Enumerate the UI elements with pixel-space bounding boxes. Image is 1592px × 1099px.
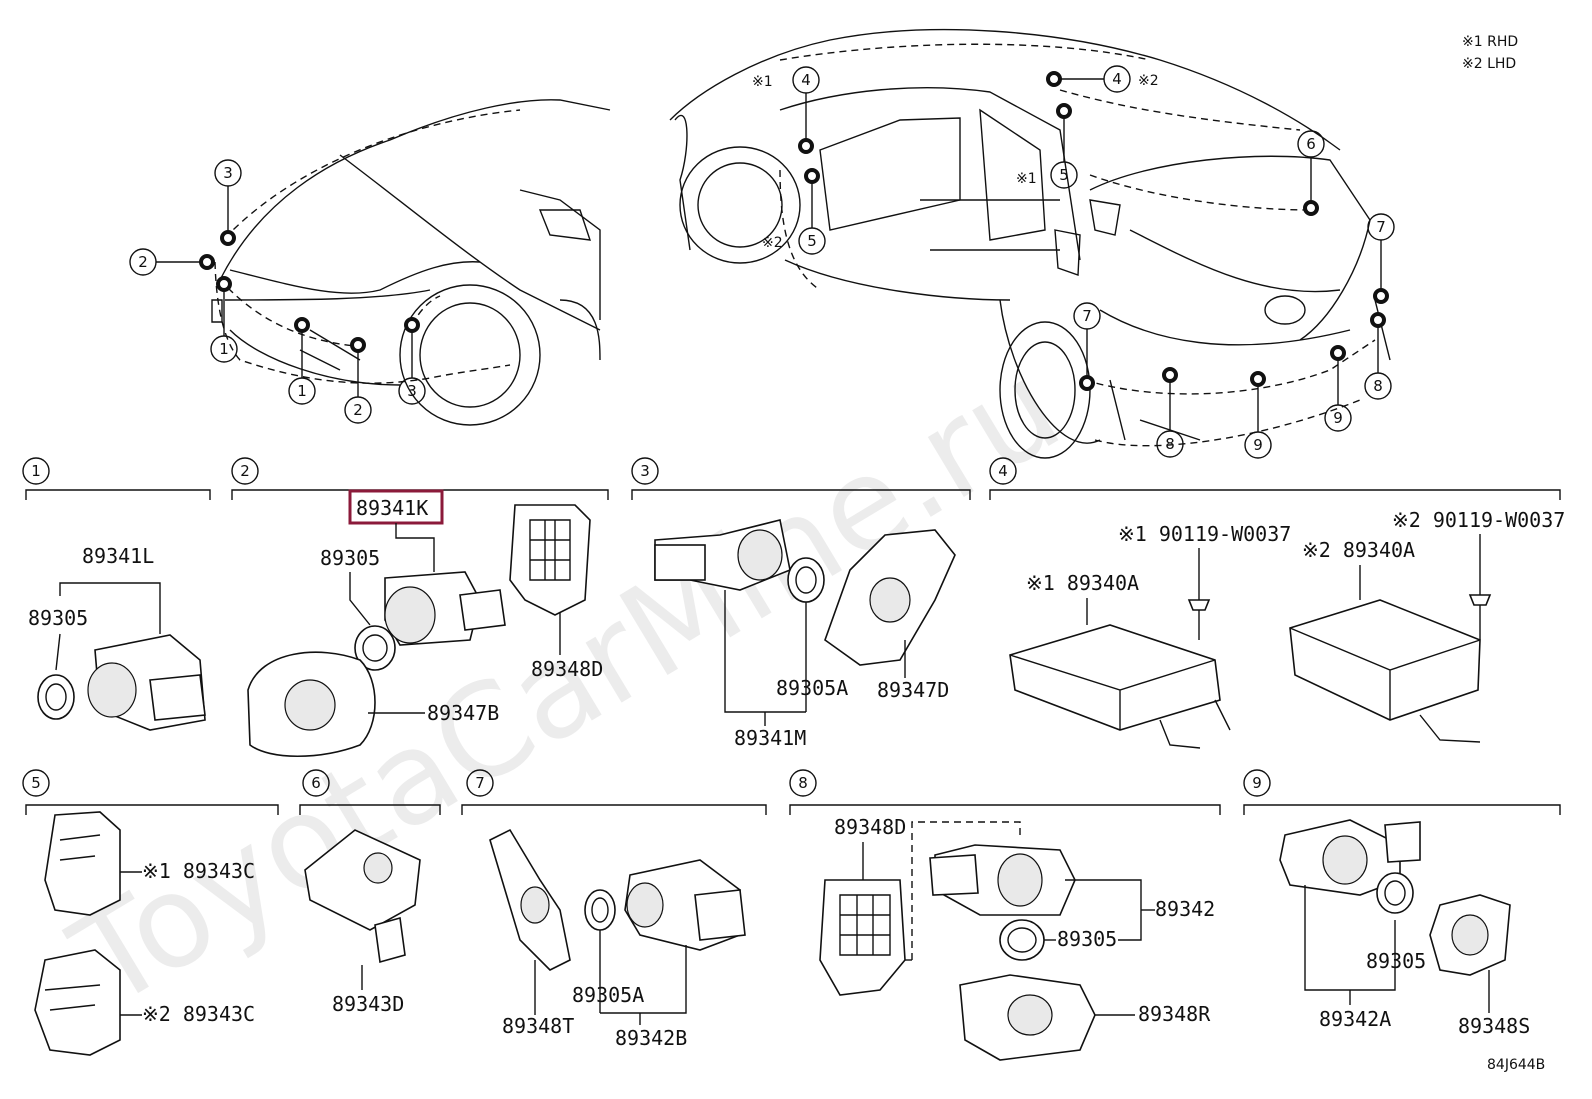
mark-2b: 2 (353, 401, 363, 419)
part-89347D-label: 89347D (877, 678, 949, 702)
section-3-index: 3 (640, 462, 650, 480)
part-89305-label-3: 89305 (1057, 927, 1117, 951)
part-89343C-lhd-label: ※2 89343C (142, 1002, 255, 1026)
rear-car-callouts: 4 ※1 5 ※2 4 ※2 5 ※1 6 7 8 7 8 9 9 (752, 65, 1395, 459)
part-89348R-label: 89348R (1138, 1002, 1211, 1026)
part-89340A-lhd-label: ※2 89340A (1302, 538, 1415, 562)
rear-car-illustration (669, 28, 1391, 459)
note-lhd: ※2 LHD (1462, 56, 1516, 72)
seal-ring (584, 889, 616, 931)
part-89305-label-4: 89305 (1366, 949, 1426, 973)
sensor-lhd (34, 949, 121, 1056)
section-1-index: 1 (31, 462, 41, 480)
front-car-illustration (211, 99, 611, 426)
mark-4b: 4 (1112, 70, 1122, 88)
mark-3b: 3 (407, 382, 417, 400)
mark-5b: 5 (1059, 166, 1069, 184)
part-89305-label: 89305 (28, 606, 88, 630)
bracket (819, 879, 906, 996)
part-89342-label: 89342 (1155, 897, 1215, 921)
side-mark-1: ※1 (752, 74, 773, 90)
sensor-dot (220, 230, 236, 246)
section-5: ※1 89343C ※2 89343C (34, 811, 255, 1056)
mark-4: 4 (801, 71, 811, 89)
section-7-index: 7 (475, 774, 485, 792)
section-9: 89305 89342A 89348S (1279, 819, 1530, 1038)
part-89348T-label: 89348T (502, 1014, 574, 1038)
part-89348S-label: 89348S (1458, 1014, 1530, 1038)
part-89342B-label: 89342B (615, 1026, 687, 1050)
part-89347B-label: 89347B (427, 701, 499, 725)
section-8-index: 8 (798, 774, 808, 792)
sensor-rhd (44, 811, 121, 916)
side-mark-1b: ※1 (1016, 171, 1037, 187)
section-4-index: 4 (998, 462, 1008, 480)
mark-8: 8 (1373, 377, 1383, 395)
diagram-id: 84J644B (1487, 1057, 1545, 1073)
part-89343D-label: 89343D (332, 992, 404, 1016)
mark-7b: 7 (1082, 307, 1092, 325)
mark-2: 2 (138, 253, 148, 271)
mark-1b: 1 (297, 382, 307, 400)
section-4: ※1 90119-W0037 ※1 89340A ※2 90119-W0037 … (1009, 508, 1565, 749)
part-89305-label-2: 89305 (320, 546, 380, 570)
section-8: 89348D 89342 89305 89348R (819, 815, 1215, 1061)
section-2: 89341K 89305 89348D 89347B (247, 489, 603, 757)
part-89305A-label-2: 89305A (572, 983, 644, 1007)
section-6-index: 6 (311, 774, 321, 792)
section-1: 89341L 89305 (28, 544, 206, 731)
ecu-module-rhd (1009, 624, 1221, 731)
note-rhd: ※1 RHD (1462, 34, 1518, 50)
seal-ring (354, 625, 396, 671)
section-2-index: 2 (240, 462, 250, 480)
section-7: 89348T 89305A 89342B (489, 828, 746, 1050)
seal-ring (37, 674, 75, 720)
part-89348D-label-2: 89348D (834, 815, 906, 839)
part-89340A-rhd-label: ※1 89340A (1026, 571, 1139, 595)
seal-ring (999, 919, 1045, 961)
section-9-index: 9 (1252, 774, 1262, 792)
part-89341K-label: 89341K (356, 496, 428, 520)
part-89348D-label: 89348D (531, 657, 603, 681)
mark-8b: 8 (1165, 435, 1175, 453)
part-90119-W0037-lhd-label: ※2 90119-W0037 (1392, 508, 1565, 532)
mark-6: 6 (1306, 135, 1316, 153)
part-89341L-label: 89341L (82, 544, 154, 568)
part-89341M-label: 89341M (734, 726, 806, 750)
side-mark-2: ※2 (762, 235, 783, 251)
part-90119-W0037-rhd-label: ※1 90119-W0037 (1118, 522, 1291, 546)
mark-9: 9 (1253, 436, 1263, 454)
mark-3: 3 (223, 164, 233, 182)
mark-9b: 9 (1333, 409, 1343, 427)
mark-7: 7 (1376, 218, 1386, 236)
part-89342A-label: 89342A (1319, 1007, 1391, 1031)
mark-5: 5 (807, 232, 817, 250)
part-89343C-rhd-label: ※1 89343C (142, 859, 255, 883)
front-car-callouts: 3 2 1 1 2 3 (129, 159, 426, 424)
section-5-index: 5 (31, 774, 41, 792)
side-mark-2b: ※2 (1138, 73, 1159, 89)
ecu-module-lhd (1289, 599, 1481, 721)
section-headers-row2: 5 6 7 8 9 (22, 769, 1561, 815)
sensor-body (304, 829, 421, 931)
part-89305A-label: 89305A (776, 676, 848, 700)
section-3: 89305A 89347D 89341M (654, 519, 956, 750)
mark-1: 1 (219, 340, 229, 358)
seal-ring (787, 557, 825, 603)
section-6: 89343D (304, 829, 421, 1016)
seal-ring (1376, 872, 1414, 914)
